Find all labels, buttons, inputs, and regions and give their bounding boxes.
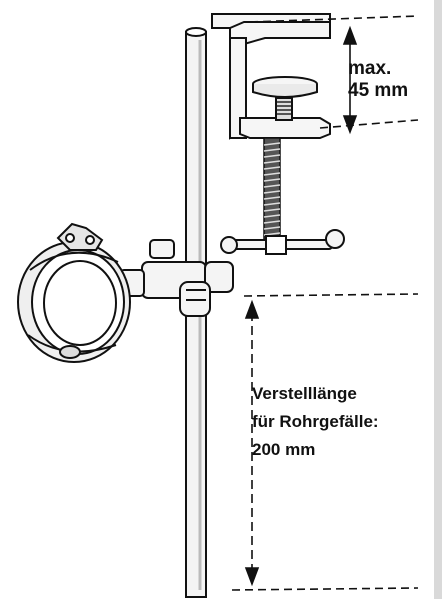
screw-clamp	[211, 13, 331, 140]
max-opening-label: max. 45 mm	[348, 58, 408, 102]
pipe-clamp	[17, 222, 131, 363]
t-handle	[220, 229, 345, 255]
threaded-spindle	[263, 137, 281, 243]
adjust-length-label: Verstelllänge für Rohrgefälle: 200 mm	[252, 380, 379, 464]
right-edge-bar	[434, 0, 442, 599]
boss-head	[119, 239, 234, 317]
max-line-1: max.	[348, 58, 392, 79]
length-line-3: 200 mm	[252, 440, 316, 459]
short-screw-thread	[277, 101, 291, 115]
length-line-1: Verstelllänge	[252, 384, 357, 403]
dimension-max-clamp	[249, 15, 419, 135]
dimension-adjust-length	[231, 293, 419, 591]
max-line-2: 45 mm	[348, 80, 409, 101]
length-line-2: für Rohrgefälle:	[252, 412, 379, 431]
